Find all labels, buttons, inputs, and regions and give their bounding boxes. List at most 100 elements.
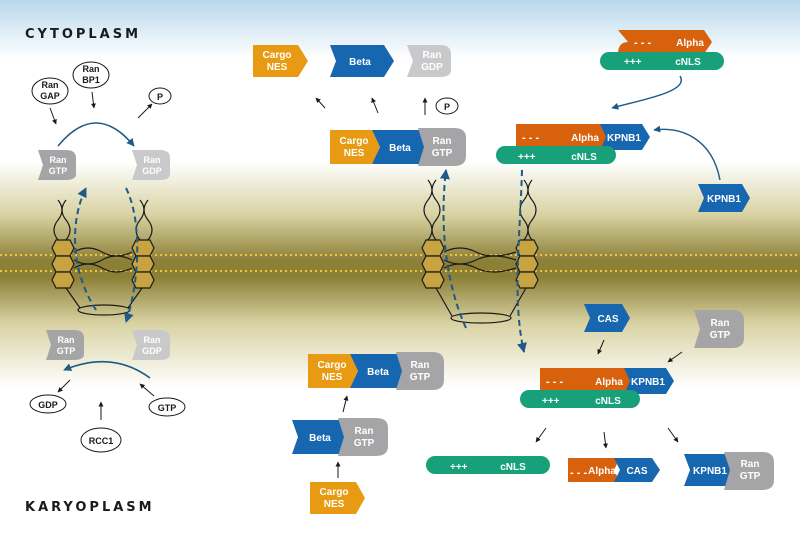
export-pathway: Cargo NES Beta Ran GDP P Cargo NES Beta … [253, 45, 539, 514]
svg-text:Beta: Beta [349, 57, 371, 68]
svg-text:GDP: GDP [421, 62, 443, 73]
svg-text:Ran: Ran [49, 155, 66, 165]
svg-text:GDP: GDP [142, 346, 162, 356]
svg-text:Alpha: Alpha [676, 38, 704, 49]
phosphate-bubble-left: P [148, 87, 172, 105]
svg-text:Cargo: Cargo [320, 487, 349, 498]
svg-text:Ran: Ran [411, 360, 430, 371]
svg-text:GTP: GTP [740, 471, 761, 482]
gtp-bubble: GTP [148, 397, 186, 417]
top-alpha-cnls: - - - Alpha +++ cNLS [600, 30, 724, 70]
svg-text:NES: NES [267, 62, 288, 73]
phosphate-bubble-center: P [435, 97, 459, 115]
svg-text:Ran: Ran [57, 335, 74, 345]
svg-text:Ran: Ran [41, 80, 58, 90]
free-kpnb1: KPNB1 [698, 184, 750, 212]
svg-text:cNLS: cNLS [595, 396, 621, 407]
svg-text:+++: +++ [624, 57, 642, 68]
svg-text:KPNB1: KPNB1 [631, 377, 665, 388]
svg-text:P: P [444, 102, 450, 112]
svg-text:CAS: CAS [597, 314, 618, 325]
svg-text:GTP: GTP [57, 346, 76, 356]
ran-bp1-bubble: Ran BP1 [72, 61, 110, 89]
svg-text:BP1: BP1 [82, 75, 100, 85]
svg-text:Ran: Ran [433, 136, 452, 147]
cyto-import-complex: - - - Alpha KPNB1 +++ cNLS [496, 124, 650, 164]
svg-text:GTP: GTP [354, 438, 375, 449]
gdp-bubble: GDP [29, 394, 67, 414]
svg-text:NES: NES [344, 148, 365, 159]
left-ran-cycle: Ran GAP Ran BP1 P Ran GTP Ran GDP Ran [29, 61, 186, 453]
ran-gdp-bottom-left: Ran GDP [132, 330, 170, 360]
free-ran-gdp: Ran GDP [407, 45, 451, 77]
svg-text:GTP: GTP [710, 330, 731, 341]
ran-gtp-top-left: Ran GTP [38, 150, 76, 180]
svg-text:Beta: Beta [389, 143, 411, 154]
svg-text:Beta: Beta [309, 433, 331, 444]
product-kpnb1-ran: KPNB1 Ran GTP [684, 452, 774, 490]
svg-text:GTP: GTP [49, 166, 68, 176]
svg-text:GDP: GDP [142, 166, 162, 176]
svg-text:- - -: - - - [546, 376, 563, 388]
svg-text:Ran: Ran [143, 155, 160, 165]
svg-text:CAS: CAS [626, 466, 647, 477]
product-alpha-cas: - - - Alpha CAS [568, 458, 660, 482]
svg-text:cNLS: cNLS [675, 57, 701, 68]
import-arrow-left [124, 187, 139, 323]
svg-text:cNLS: cNLS [500, 462, 526, 473]
svg-text:GDP: GDP [38, 400, 58, 410]
svg-text:KPNB1: KPNB1 [707, 194, 741, 205]
svg-text:Alpha: Alpha [571, 133, 599, 144]
svg-text:+++: +++ [518, 152, 536, 163]
svg-text:GAP: GAP [40, 91, 60, 101]
svg-text:Ran: Ran [143, 335, 160, 345]
svg-text:NES: NES [324, 499, 345, 510]
svg-text:Beta: Beta [367, 367, 389, 378]
svg-text:GTP: GTP [432, 148, 453, 159]
svg-text:+++: +++ [542, 396, 560, 407]
svg-text:- - -: - - - [634, 37, 651, 49]
export-arrow-left [74, 187, 97, 311]
karyoplasm-label: KARYOPLASM [25, 500, 155, 515]
svg-text:Cargo: Cargo [263, 50, 292, 61]
svg-text:Ran: Ran [741, 459, 760, 470]
svg-text:GTP: GTP [158, 403, 177, 413]
svg-text:- - -: - - - [570, 467, 587, 479]
svg-text:KPNB1: KPNB1 [607, 133, 641, 144]
svg-text:Ran: Ran [711, 318, 730, 329]
svg-text:cNLS: cNLS [571, 152, 597, 163]
svg-text:Ran: Ran [355, 426, 374, 437]
import-pathway: - - - Alpha +++ cNLS - - - Alpha KPNB1 +… [426, 30, 774, 490]
svg-text:RCC1: RCC1 [89, 436, 114, 446]
import-arrow-center [516, 169, 527, 353]
nuc-cargo-nes: Cargo NES [310, 482, 365, 514]
svg-text:Alpha: Alpha [588, 466, 616, 477]
svg-text:- - -: - - - [522, 132, 539, 144]
ran-gtp-right: Ran GTP [694, 310, 744, 348]
ran-gdp-top-left: Ran GDP [132, 150, 170, 180]
exchange-arrow [63, 360, 151, 379]
hydrolysis-arrow [57, 122, 135, 147]
ran-gap-bubble: Ran GAP [31, 77, 69, 105]
free-cargo-nes: Cargo NES [253, 45, 308, 77]
nuc-export-complex: Cargo NES Beta Ran GTP [308, 352, 444, 390]
ran-gtp-bottom-left: Ran GTP [46, 330, 84, 360]
svg-text:GTP: GTP [410, 372, 431, 383]
svg-text:NES: NES [322, 372, 343, 383]
beta-ran-complex: Beta Ran GTP [292, 418, 388, 456]
product-cnls-cargo: +++ cNLS [426, 456, 550, 474]
svg-text:+++: +++ [450, 462, 468, 473]
svg-text:Cargo: Cargo [340, 136, 369, 147]
rcc1-bubble: RCC1 [80, 427, 122, 453]
svg-text:Cargo: Cargo [318, 360, 347, 371]
svg-text:Ran: Ran [423, 50, 442, 61]
free-beta: Beta [330, 45, 394, 77]
nuc-import-complex: - - - Alpha KPNB1 +++ cNLS [520, 368, 674, 408]
nuclear-pore-center [421, 179, 539, 324]
export-arrow-center [439, 169, 467, 329]
cyto-export-complex: Cargo NES Beta Ran GTP [330, 128, 466, 166]
svg-text:Alpha: Alpha [595, 377, 623, 388]
svg-text:Ran: Ran [82, 64, 99, 74]
